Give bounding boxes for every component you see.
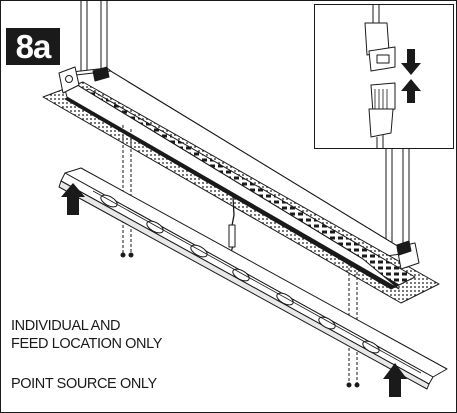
- suspension-rods: [80, 1, 410, 249]
- screws: [120, 252, 360, 388]
- note-line-2: FEED LOCATION ONLY: [11, 336, 162, 352]
- arrow-up-icon: [401, 79, 421, 103]
- point-source-note: POINT SOURCE ONLY: [11, 376, 157, 392]
- left-lift-arrow-icon: [61, 183, 85, 215]
- step-number-badge: 8a: [6, 28, 60, 65]
- note-line-1: INDIVIDUAL AND: [11, 318, 121, 334]
- arrow-down-icon: [401, 49, 421, 75]
- connector-illustration: [364, 5, 421, 148]
- right-lift-arrow-icon: [383, 363, 407, 397]
- connector-detail-inset: [314, 4, 454, 149]
- individual-feed-note: INDIVIDUAL AND FEED LOCATION ONLY: [11, 317, 162, 353]
